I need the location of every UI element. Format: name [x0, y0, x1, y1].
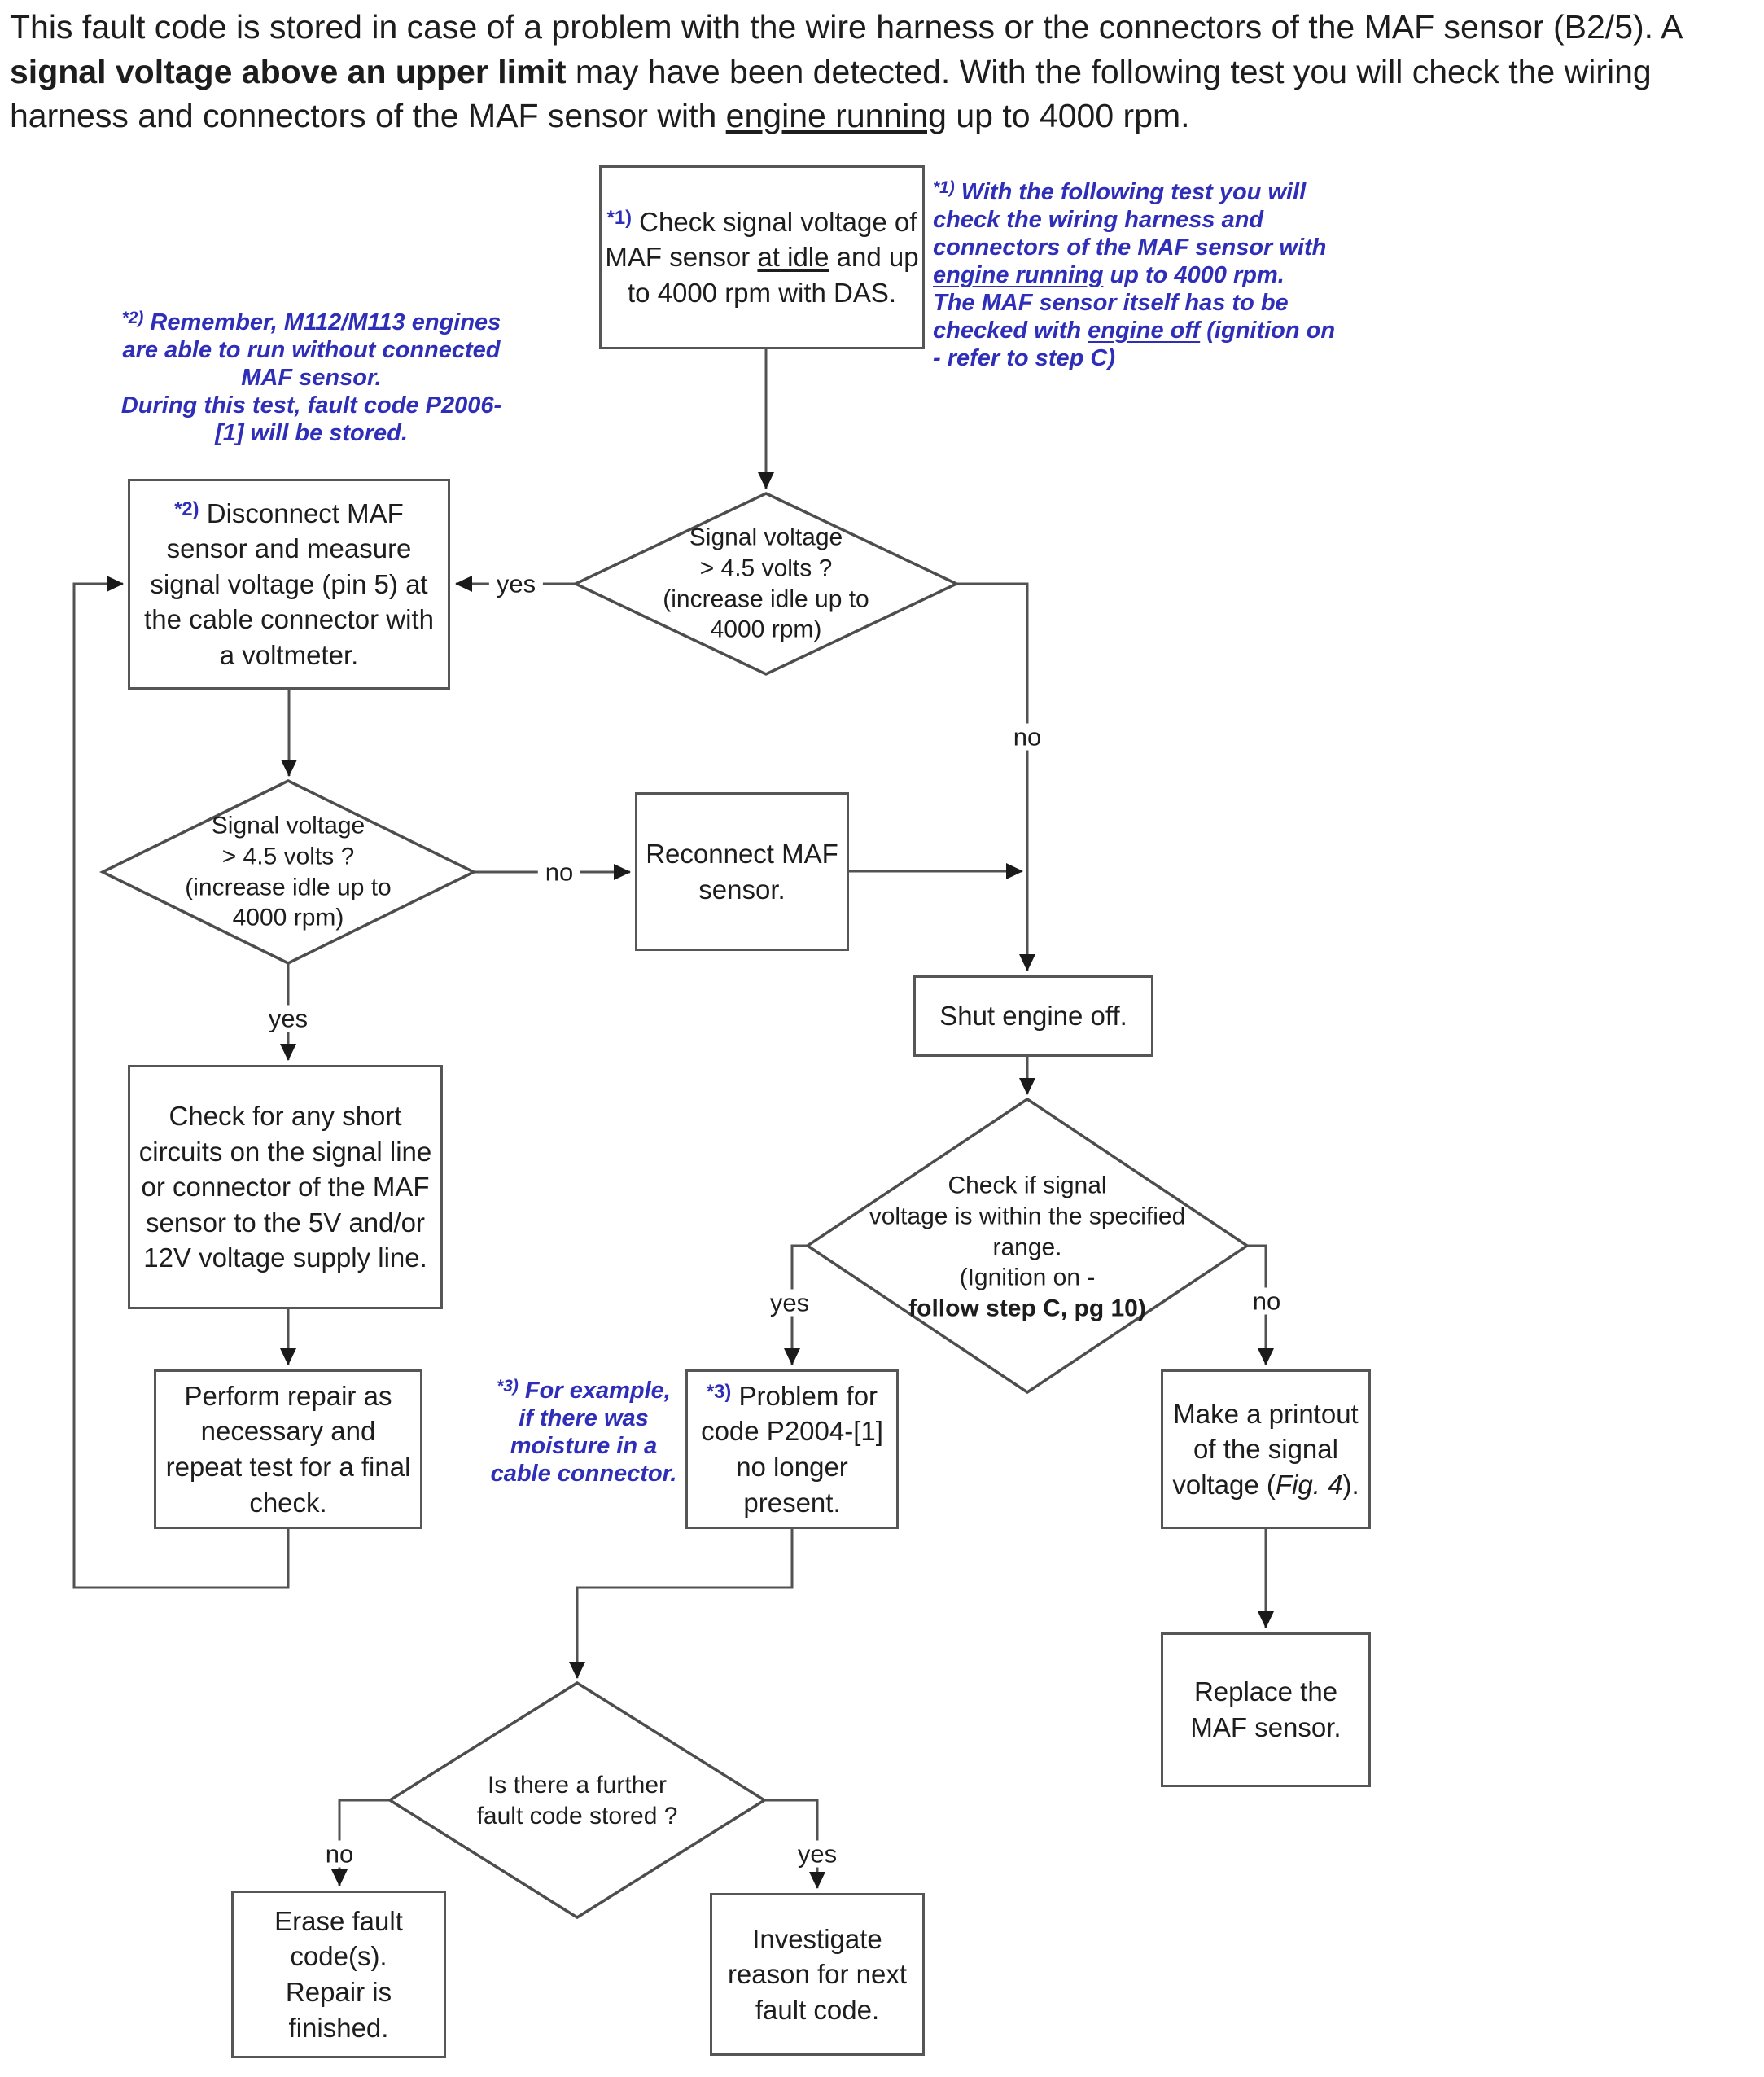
node-make-printout: Make a printout of the signal voltage (F…: [1161, 1369, 1371, 1529]
node-text: Replace the MAF sensor.: [1190, 1676, 1342, 1742]
node-shut-engine-off: Shut engine off.: [913, 975, 1153, 1057]
node-check-short-circuits: Check for any short circuits on the sign…: [128, 1065, 443, 1309]
node-replace-maf: Replace the MAF sensor.: [1161, 1632, 1371, 1787]
footnote-marker-3: *3): [497, 1377, 519, 1396]
note-1-underline: engine running: [933, 261, 1104, 288]
node-text: Investigate reason for next fault code.: [727, 1923, 908, 2025]
note-1-text: up to 4000 rpm.: [1103, 261, 1285, 288]
label-yes-diamond4: yes: [790, 1840, 845, 1868]
node-text: Reconnect MAF sensor.: [646, 838, 838, 905]
note-3-text: For example,: [518, 1378, 671, 1404]
diamond-signal-voltage-1-shape: [571, 492, 961, 676]
note-2-text: Remember, M112/M113 engines are able to …: [122, 309, 501, 391]
note-1-text: The MAF sensor itself has to be checked …: [933, 289, 1289, 344]
node-text: Make a printout of the signal voltage (: [1172, 1398, 1359, 1500]
note-1: *1) With the following test you will che…: [933, 178, 1344, 372]
node-text: and up to 4000 rpm with DAS.: [627, 242, 919, 308]
node-text: Perform repair as necessary and repeat t…: [165, 1380, 411, 1518]
edge-diamond3-no-to-printout: [1247, 1244, 1274, 1365]
note-2-text: During this test, fault code P2006-[1] w…: [120, 392, 502, 446]
intro-bold-text: signal voltage above an upper limit: [10, 52, 567, 90]
footnote-marker-2: *2): [121, 309, 144, 328]
diamond-further-fault-shape: [387, 1680, 768, 1920]
footnote-marker-1: *1): [606, 206, 632, 229]
node-text: ).: [1342, 1469, 1359, 1500]
intro-text: This fault code is stored in case of a p…: [10, 8, 1682, 46]
intro-text: may have been detected. With the followi…: [10, 52, 1652, 135]
diamond-signal-voltage-1-text: Signal voltage> 4.5 volts ?(increase idl…: [663, 524, 869, 643]
node-reconnect-maf: Reconnect MAF sensor.: [635, 792, 849, 951]
edge-diamond3-yes-to-problem: [784, 1244, 808, 1365]
node-disconnect-maf: *2) Disconnect MAF sensor and measure si…: [128, 479, 450, 690]
footnote-marker-2: *2): [174, 497, 199, 520]
node-erase-fault-codes: Erase fault code(s).Repair is finished.: [231, 1891, 446, 2058]
node-check-signal-voltage: *1) Check signal voltage of MAF sensor a…: [599, 165, 925, 349]
note-3: *3) For example,if there was moisture in…: [485, 1377, 682, 1488]
node-text: Repair is finished.: [285, 1977, 392, 2043]
node-text: Check signal voltage of MAF sensor: [605, 206, 917, 273]
node-underline-text: at idle: [757, 242, 829, 273]
label-no-diamond2: no: [537, 858, 581, 886]
note-1-text: (ignition on - refer to step C): [933, 317, 1336, 371]
diamond-check-range-shape: [804, 1097, 1250, 1395]
edge-repair-feedback-to-disconnect: [72, 576, 290, 1589]
footnote-marker-1: *1): [933, 178, 955, 198]
edge-diamond1-no-to-shut: [956, 582, 1035, 971]
node-text: Problem for code P2004-[1] no longer pre…: [701, 1380, 883, 1518]
diamond-signal-voltage-2-text: Signal voltage> 4.5 volts ?(increase idl…: [185, 812, 392, 931]
intro-paragraph: This fault code is stored in case of a p…: [10, 5, 1756, 138]
node-text: Erase fault code(s).: [274, 1905, 403, 1972]
label-yes-diamond2: yes: [260, 1005, 316, 1032]
node-perform-repair: Perform repair as necessary and repeat t…: [154, 1369, 422, 1529]
label-yes-diamond3: yes: [762, 1289, 817, 1317]
note-1-text: With the following test you will check t…: [933, 179, 1327, 261]
note-2: *2) Remember, M112/M113 engines are able…: [114, 309, 509, 448]
note-1-underline: engine off: [1088, 317, 1201, 344]
intro-underline-text: engine running: [725, 97, 947, 135]
node-text: Check for any short circuits on the sign…: [138, 1101, 432, 1273]
node-text: Disconnect MAF sensor and measure signal…: [144, 497, 434, 670]
node-problem-no-longer-present: *3) Problem for code P2004-[1] no longer…: [685, 1369, 899, 1529]
node-text: Shut engine off.: [939, 1001, 1127, 1032]
diamond-signal-voltage-2-shape: [99, 779, 477, 965]
label-no-diamond4: no: [317, 1840, 361, 1868]
label-no-diamond1: no: [1005, 723, 1049, 751]
edge-problem-to-diamond4: [569, 1529, 794, 1679]
node-italic-text: Fig. 4: [1275, 1469, 1343, 1500]
footnote-marker-3: *3): [706, 1380, 732, 1403]
label-yes-diamond1: yes: [488, 570, 544, 598]
label-no-diamond3: no: [1245, 1287, 1289, 1315]
node-investigate-reason: Investigate reason for next fault code.: [710, 1893, 925, 2056]
intro-text: up to 4000 rpm.: [946, 97, 1190, 135]
note-3-text: if there was moisture in a cable connect…: [490, 1404, 677, 1487]
